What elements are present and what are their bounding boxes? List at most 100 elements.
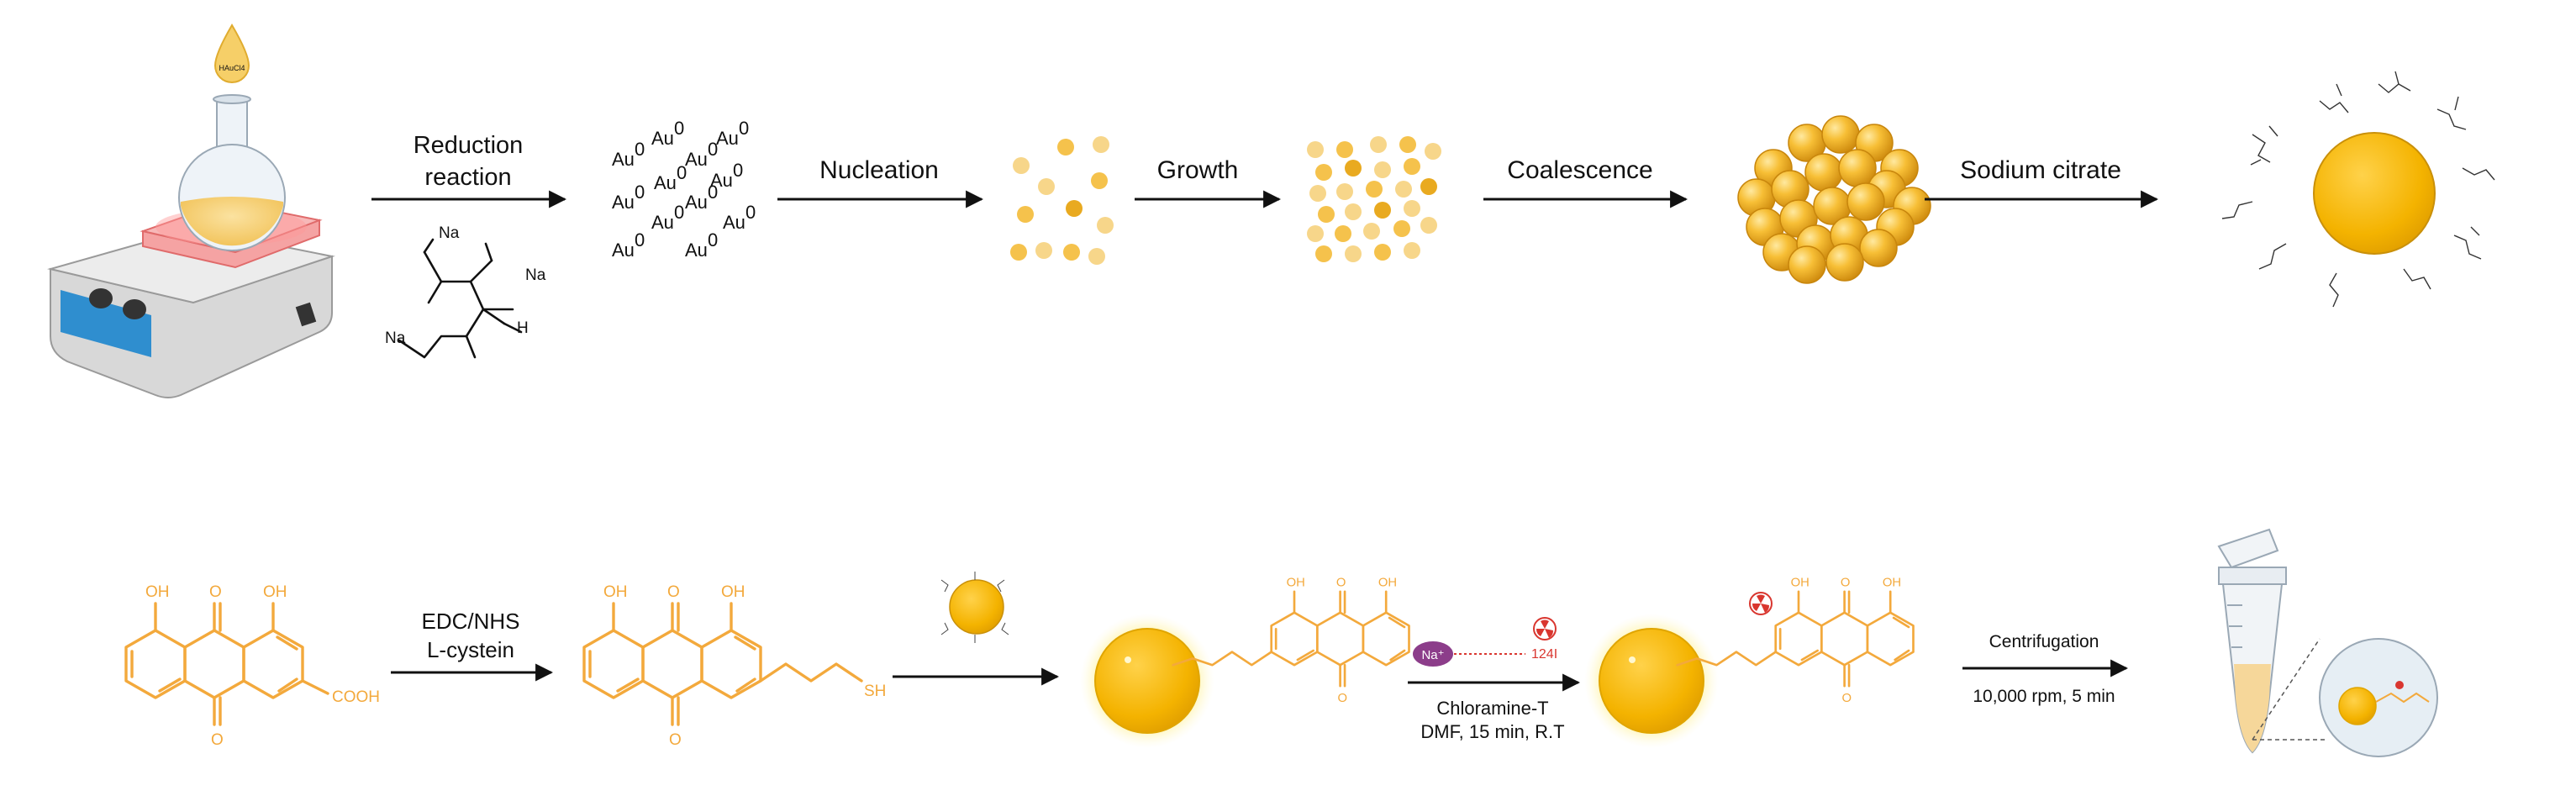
centrifuge-conditions-label: 10,000 rpm, 5 min bbox=[1973, 687, 2115, 706]
svg-text:0: 0 bbox=[674, 118, 684, 139]
svg-text:O: O bbox=[1841, 577, 1851, 590]
o-label: O bbox=[209, 583, 222, 601]
svg-text:Au: Au bbox=[612, 192, 635, 213]
citrate-capped-nanoparticle bbox=[2221, 71, 2495, 308]
centrifugation-label: Centrifugation bbox=[1989, 632, 2099, 651]
svg-text:0: 0 bbox=[733, 160, 743, 181]
oh-label: OH bbox=[145, 583, 170, 601]
svg-text:OH: OH bbox=[1287, 577, 1305, 590]
svg-text:0: 0 bbox=[635, 182, 645, 203]
o-label: O bbox=[211, 731, 224, 749]
na-label-3: Na bbox=[385, 329, 406, 347]
svg-text:OH: OH bbox=[1791, 577, 1810, 590]
droplet-label: HAuCl4 bbox=[219, 64, 245, 72]
round-bottom-flask bbox=[178, 94, 286, 251]
svg-text:Au: Au bbox=[685, 240, 708, 261]
svg-text:Au: Au bbox=[612, 149, 635, 170]
small-aunp-icon bbox=[949, 579, 1004, 635]
svg-text:Au: Au bbox=[651, 212, 674, 233]
sodium-ion-badge bbox=[1413, 641, 1453, 667]
growth-label: Growth bbox=[1157, 156, 1239, 184]
growing-particles bbox=[1307, 136, 1441, 262]
arrow-reduction: Reduction reaction bbox=[371, 132, 567, 208]
reagent-droplet: HAuCl4 bbox=[213, 24, 250, 83]
svg-text:0: 0 bbox=[745, 202, 756, 223]
na-label-2: Na bbox=[525, 266, 546, 284]
sodium-citrate-label: Sodium citrate bbox=[1960, 156, 2121, 184]
arrow-nucleation: Nucleation bbox=[777, 156, 984, 208]
arrow-growth: Growth bbox=[1135, 156, 1282, 208]
svg-text:O: O bbox=[1841, 692, 1852, 705]
aunp-rhein-conjugate: OH OH O O bbox=[1080, 577, 1410, 748]
arrow-conjugation bbox=[893, 572, 1060, 686]
thiolated-rhein-molecule: OH OH O O SH bbox=[582, 583, 886, 749]
svg-text:0: 0 bbox=[708, 139, 718, 160]
svg-text:Au: Au bbox=[716, 128, 739, 149]
arrow-coalescence: Coalescence bbox=[1483, 156, 1688, 208]
arrow-sodium-citrate: Sodium citrate bbox=[1925, 156, 2159, 208]
coalesced-cluster bbox=[1737, 115, 1931, 284]
arrow-edc-nhs: EDC/NHS L-cystein bbox=[391, 609, 554, 682]
nuclei-particles bbox=[1010, 136, 1114, 265]
svg-text:Au: Au bbox=[651, 128, 674, 149]
sh-label: SH bbox=[864, 683, 886, 700]
svg-text:O: O bbox=[1337, 692, 1347, 705]
svg-text:0: 0 bbox=[635, 229, 645, 250]
svg-text:Au: Au bbox=[654, 172, 677, 193]
na-label-1: Na bbox=[439, 224, 460, 242]
svg-text:0: 0 bbox=[635, 139, 645, 160]
h-label: H bbox=[517, 319, 529, 337]
tube-lid bbox=[2217, 528, 2279, 569]
svg-text:O: O bbox=[1336, 577, 1346, 590]
sodium-citrate-structure: Na Na Na H bbox=[385, 224, 546, 359]
conditions-label: DMF, 15 min, R.T bbox=[1420, 721, 1564, 742]
oh-label: OH bbox=[263, 583, 287, 601]
citrate-ligands bbox=[2221, 71, 2495, 308]
o-label: O bbox=[667, 583, 680, 601]
svg-text:Au: Au bbox=[685, 149, 708, 170]
o-label: O bbox=[669, 731, 682, 749]
svg-text:0: 0 bbox=[739, 118, 749, 139]
svg-text:0: 0 bbox=[674, 202, 684, 223]
edc-nhs-label: EDC/NHS bbox=[421, 609, 519, 634]
svg-text:0: 0 bbox=[708, 182, 718, 203]
svg-text:Au: Au bbox=[685, 192, 708, 213]
svg-text:OH: OH bbox=[1883, 577, 1901, 590]
na-badge-label: Na⁺ bbox=[1421, 648, 1444, 662]
rhein-molecule: OH OH O O COOH bbox=[124, 583, 380, 749]
reduction-label: Reduction bbox=[414, 132, 524, 159]
svg-text:Au: Au bbox=[612, 240, 635, 261]
coalescence-label: Coalescence bbox=[1507, 156, 1652, 184]
control-panel bbox=[61, 290, 151, 357]
svg-text:Au: Au bbox=[723, 212, 745, 233]
nucleation-label: Nucleation bbox=[819, 156, 939, 184]
arrow-centrifugation: Centrifugation 10,000 rpm, 5 min bbox=[1962, 632, 2129, 706]
oh-label: OH bbox=[603, 583, 628, 601]
microcentrifuge-tube bbox=[2217, 528, 2328, 754]
svg-text:0: 0 bbox=[677, 162, 687, 183]
arrow-radiolabeling: Na⁺ 124I Chloramine-T DMF, 15 min, R.T bbox=[1408, 617, 1581, 742]
iodine-124-label: 124I bbox=[1531, 647, 1557, 662]
reaction-label: reaction bbox=[424, 164, 511, 191]
oh-label: OH bbox=[721, 583, 745, 601]
zoom-circle bbox=[2319, 638, 2438, 757]
l-cysteine-label: L-cystein bbox=[427, 637, 514, 662]
svg-text:0: 0 bbox=[708, 229, 718, 250]
chloramine-label: Chloramine-T bbox=[1436, 698, 1548, 719]
radiolabeled-conjugate: OH OH O O bbox=[1584, 577, 1915, 748]
svg-text:Au: Au bbox=[710, 170, 733, 191]
